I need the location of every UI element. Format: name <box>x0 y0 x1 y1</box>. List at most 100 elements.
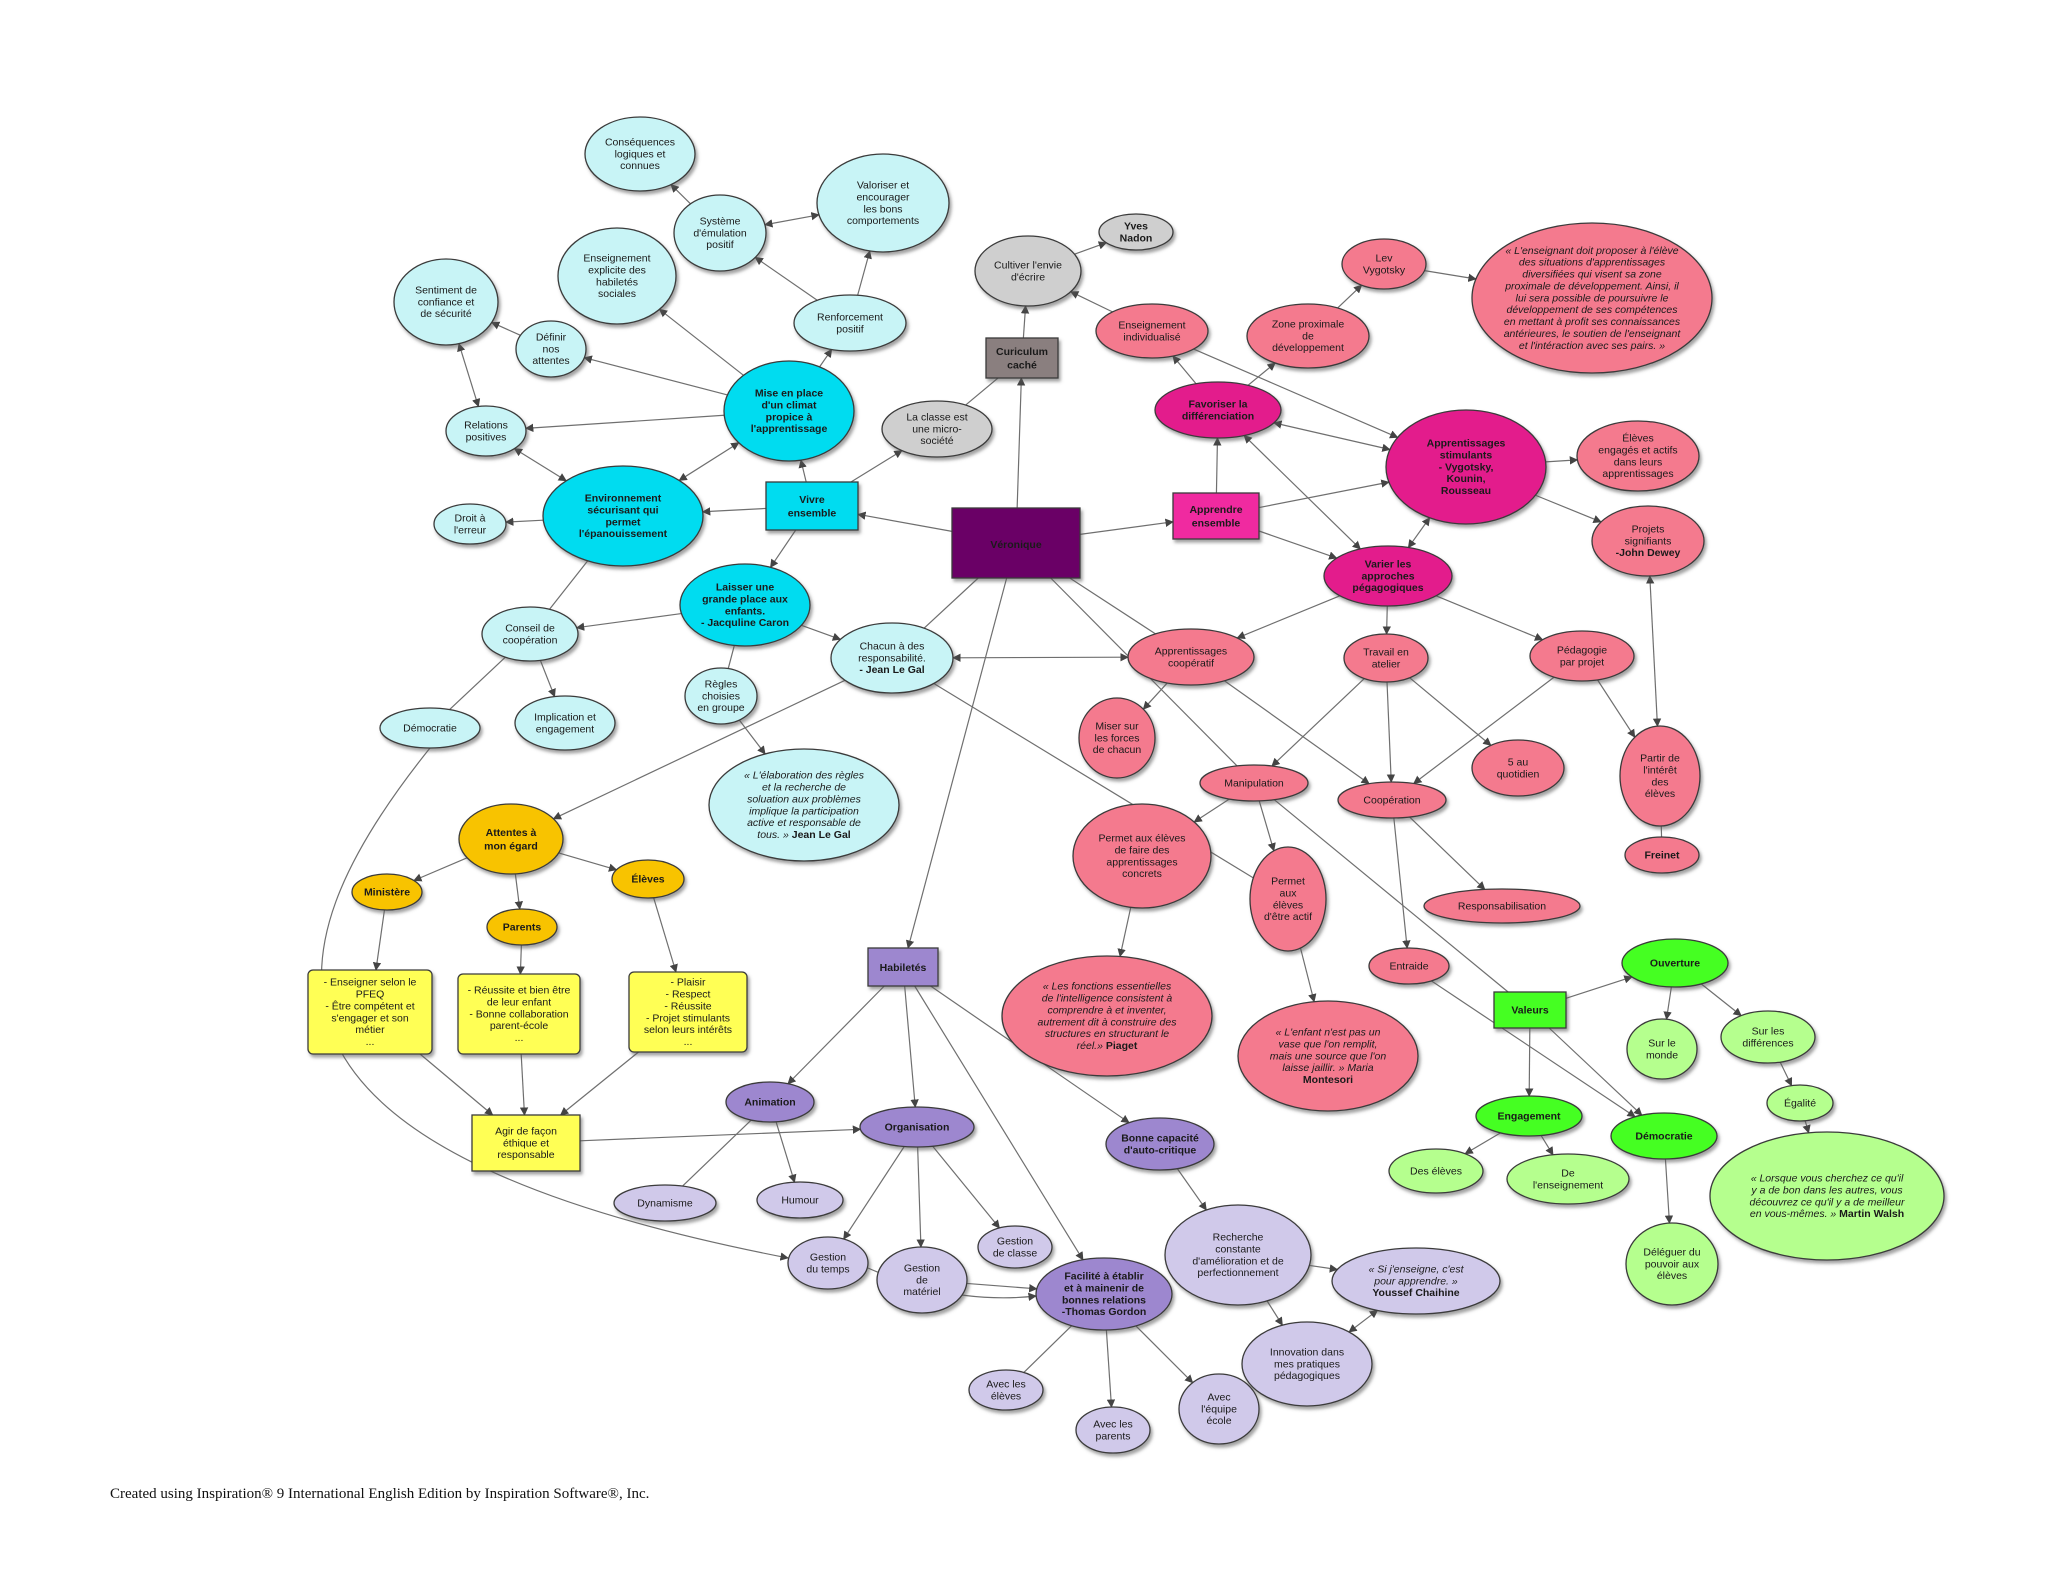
node-ouverture[interactable]: Ouverture <box>1621 938 1729 988</box>
node-entraide[interactable]: Entraide <box>1368 947 1450 985</box>
node-label-line: Cultiver l'envie <box>994 259 1062 271</box>
node-egalite[interactable]: Égalité <box>1766 1084 1834 1122</box>
node-shape <box>673 194 767 272</box>
node-shape <box>1246 303 1370 369</box>
node-shape <box>816 153 950 253</box>
node-label-line: Implication et <box>534 711 596 723</box>
node-engagement[interactable]: Engagement <box>1475 1095 1583 1137</box>
node-label-line: Parents <box>503 921 542 933</box>
node-organisation[interactable]: Organisation <box>859 1106 975 1148</box>
node-responsabilisation[interactable]: Responsabilisation <box>1423 888 1581 924</box>
node-democratie_c[interactable]: Démocratie <box>379 707 481 749</box>
node-ministere[interactable]: Ministère <box>351 873 423 911</box>
connector-regles-quote_legal <box>738 719 766 755</box>
connector-apprentissages_stim-projets <box>1535 494 1602 523</box>
node-habiletes[interactable]: Habiletés <box>867 947 939 987</box>
node-manipulation[interactable]: Manipulation <box>1199 764 1309 802</box>
node-eleves_g[interactable]: Élèves <box>611 859 685 899</box>
node-dynamisme[interactable]: Dynamisme <box>613 1184 717 1222</box>
node-valeurs[interactable]: Valeurs <box>1493 991 1567 1029</box>
node-freinet[interactable]: Freinet <box>1624 836 1700 874</box>
node-label-line: élèves <box>1657 1270 1687 1282</box>
node-parents[interactable]: Parents <box>486 908 558 946</box>
node-veronique[interactable]: Véronique <box>951 507 1081 579</box>
node-label-line: et l'intéraction avec ses pairs. » <box>1519 340 1665 352</box>
node-cooperation[interactable]: Coopération <box>1337 781 1447 819</box>
node-shape <box>1529 630 1635 682</box>
node-label-line: Projets <box>1632 523 1665 535</box>
node-democratie_v[interactable]: Démocratie <box>1610 1112 1718 1160</box>
node-des_eleves[interactable]: Des élèves <box>1388 1148 1484 1194</box>
node-box_ele[interactable]: - Plaisir- Respect- Réussite- Projet sti… <box>628 971 748 1053</box>
node-animation[interactable]: Animation <box>725 1081 815 1123</box>
node-humour[interactable]: Humour <box>756 1181 844 1219</box>
node-label-line: propice à <box>766 411 813 423</box>
